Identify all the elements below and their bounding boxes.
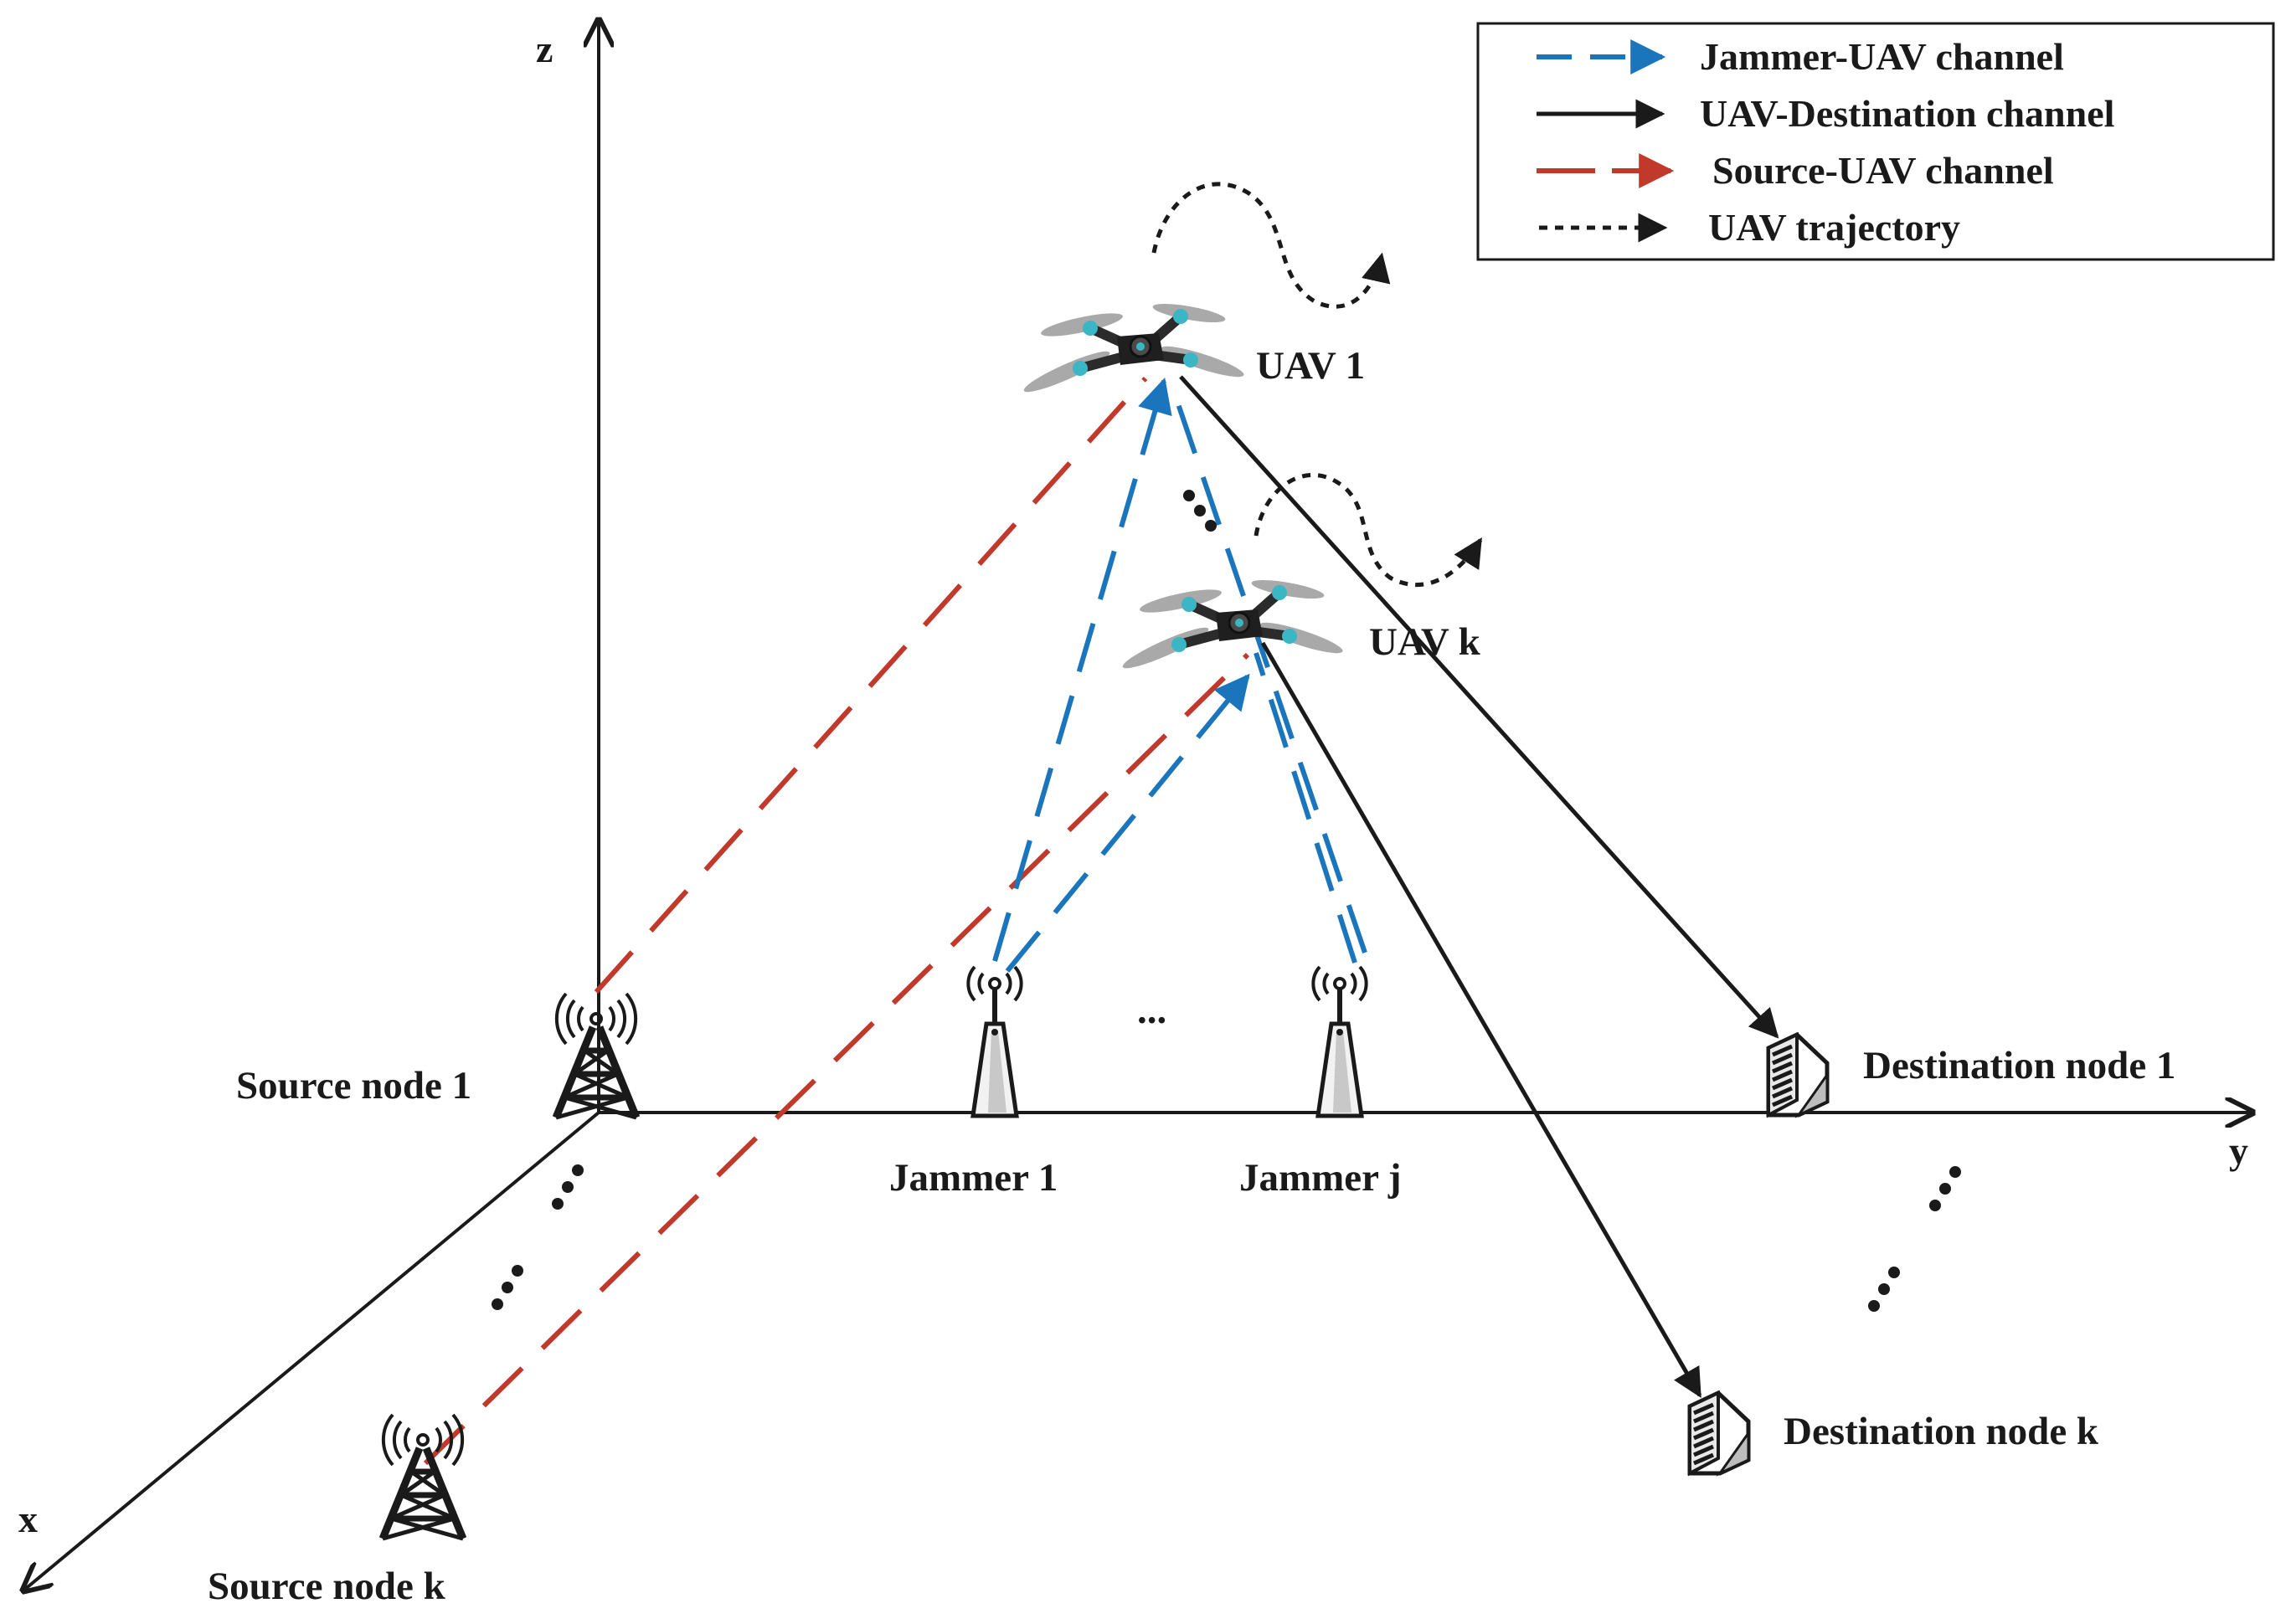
y-axis-label: y [2229,1129,2248,1172]
legend-label-jammer-uav: Jammer-UAV channel [1700,35,2064,78]
jammerj-uav1-link [1170,386,1367,953]
jammer-1-label: Jammer 1 [889,1156,1058,1200]
source-node-1: Source node 1 [236,994,636,1118]
ellipsis-sources-2 [492,1265,523,1310]
building-icon [1690,1393,1748,1473]
z-axis-label: z [536,28,553,70]
jammer-1: Jammer 1 [889,967,1058,1200]
ellipsis-sources-1 [552,1164,584,1210]
uav-k: UAV k [1120,576,1481,674]
building-icon [1768,1035,1827,1115]
destination-node-1-label: Destination node 1 [1863,1044,2175,1087]
uav1-trajectory [1151,182,1391,309]
source-node-1-label: Source node 1 [236,1064,471,1108]
uav-k-label: UAV k [1369,620,1481,664]
x-axis-label: x [18,1498,38,1540]
ellipsis-uavs [1183,490,1217,532]
ellipsis-jammers: ... [1137,989,1166,1032]
jammer1-uav1-link [992,377,1172,962]
uavk-destk-link [1260,641,1702,1399]
jammerj-uavk-link [1254,652,1357,964]
ellipsis-destinations-2 [1868,1267,1900,1312]
axes: z y x [18,20,2252,1591]
legend: Jammer-UAV channel UAV-Destination chann… [1476,22,2275,261]
ellipses: ... [492,490,1961,1312]
legend-item-uav-destination: UAV-Destination channel [1537,92,2114,135]
sourcek-uavk-link [423,652,1250,1466]
drone-icon [1120,576,1345,674]
jammer-icon [968,967,1021,1116]
legend-item-jammer-uav: Jammer-UAV channel [1537,35,2064,78]
source-uav-channels [423,376,1250,1466]
destination-node-1: Destination node 1 [1768,1035,2175,1115]
jammer-uav-channels [992,377,1367,973]
ellipsis-destinations-1 [1929,1166,1961,1211]
uavk-trajectory [1254,473,1483,587]
uav-1-label: UAV 1 [1256,344,1365,388]
drone-icon [1021,300,1246,398]
source-node-k: Source node k [208,1415,463,1608]
legend-item-trajectory: UAV trajectory [1539,206,1960,249]
tower-icon [556,994,636,1118]
jammer1-uavk-link [1005,673,1250,973]
source1-uav1-link [594,376,1148,994]
uav-trajectories [1151,182,1483,587]
source-node-k-label: Source node k [208,1565,446,1608]
tower-icon [383,1415,463,1539]
jammer-icon [1313,967,1366,1116]
legend-item-source-uav: Source-UAV channel [1537,149,2054,192]
legend-label-trajectory: UAV trajectory [1708,206,1960,249]
legend-label-uav-destination: UAV-Destination channel [1700,92,2114,135]
uav-1: UAV 1 [1021,300,1365,398]
legend-box [1476,22,2275,261]
legend-label-source-uav: Source-UAV channel [1712,149,2054,192]
x-axis [23,1111,600,1591]
destination-node-k: Destination node k [1690,1393,2099,1473]
destination-node-k-label: Destination node k [1784,1410,2099,1453]
jammer-j: Jammer j [1239,967,1402,1200]
uav-destination-channels [1179,375,1779,1399]
uav1-dest1-link [1179,375,1779,1039]
jammer-j-label: Jammer j [1239,1156,1402,1200]
